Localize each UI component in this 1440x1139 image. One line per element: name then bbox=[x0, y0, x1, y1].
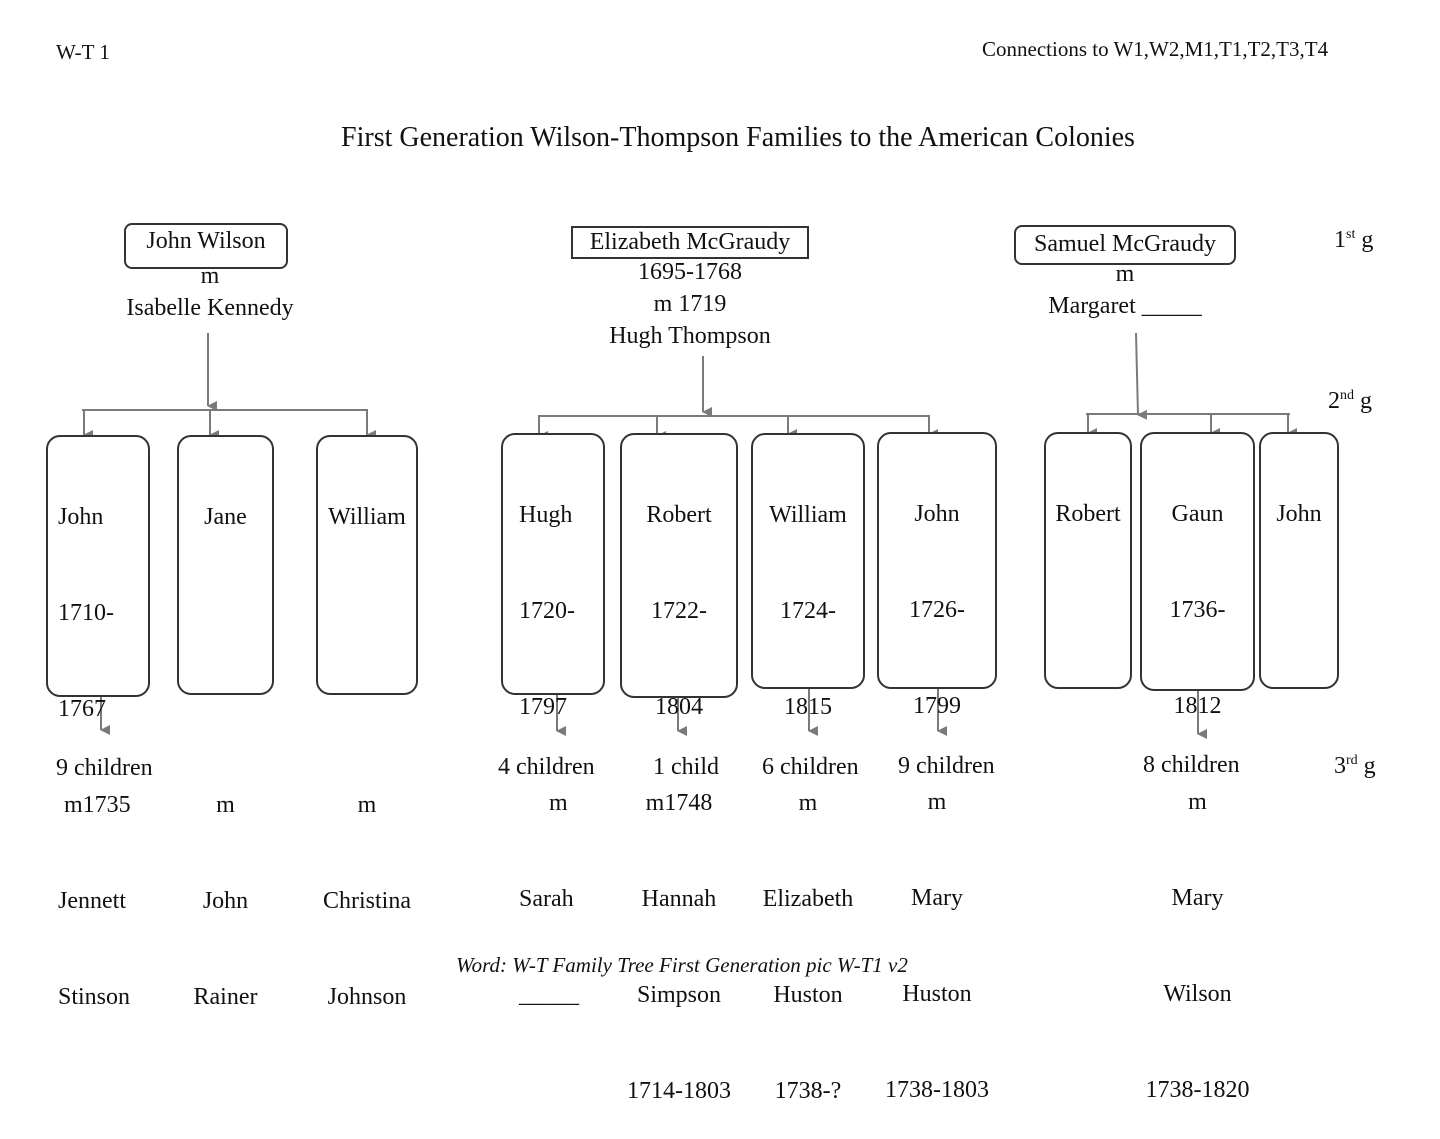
child-box-john-2: John 1726- 1799 m Mary Huston 1738-1803 bbox=[877, 432, 997, 1103]
root-name: John Wilson bbox=[146, 228, 266, 254]
generation-label-1st: 1st g bbox=[1334, 227, 1374, 253]
child-box-william: William ​ ​ m Christina Johnson bbox=[316, 435, 418, 1010]
connector-family-3-down bbox=[1135, 332, 1148, 420]
page-title: First Generation Wilson-Thompson Familie… bbox=[341, 122, 1135, 153]
child-box-robert-2: Robert bbox=[1044, 432, 1132, 689]
root-box-john-wilson: John Wilson bbox=[124, 223, 288, 269]
root-spouse-info: m Isabelle Kennedy bbox=[126, 263, 294, 321]
generation-label-2nd: 2nd g bbox=[1328, 388, 1372, 414]
generation-label-3rd: 3rd g bbox=[1334, 753, 1376, 779]
connections-note: Connections to W1,W2,M1,T1,T2,T3,T4 bbox=[982, 37, 1329, 61]
child-box-william-2: William 1724- 1815 m Elizabeth Huston 17… bbox=[751, 433, 865, 1104]
child-count-gaun: 8 children bbox=[1143, 752, 1240, 778]
page-id: W-T 1 bbox=[56, 40, 110, 64]
child-box-gaun: Gaun 1736- 1812 m Mary Wilson 1738-1820 bbox=[1140, 432, 1255, 1103]
root-name: Elizabeth McGraudy bbox=[589, 229, 791, 255]
root-spouse-info: 1695-1768 m 1719 Hugh Thompson bbox=[609, 259, 771, 349]
root-name: Samuel McGraudy bbox=[1034, 231, 1216, 257]
child-count-john-2: 9 children bbox=[898, 753, 995, 779]
connector-lines bbox=[82, 332, 1297, 739]
child-box-john-3: John bbox=[1259, 432, 1339, 689]
child-count-william: 6 children bbox=[762, 754, 859, 780]
child-count-hugh: 4 children bbox=[498, 754, 595, 780]
child-box-jane: Jane ​ ​ m John Rainer bbox=[177, 435, 274, 1010]
child-box-robert: Robert 1722- 1804 m1748 Hannah Simpson 1… bbox=[620, 433, 738, 1104]
child-box-hugh: Hugh 1720- 1797 m Sarah _____ bbox=[501, 433, 605, 1008]
child-count-john: 9 children bbox=[56, 755, 153, 781]
root-spouse-info: m Margaret _____ bbox=[1048, 261, 1202, 319]
footer-note: Word: W-T Family Tree First Generation p… bbox=[456, 953, 908, 977]
root-box-elizabeth-mcgraudy: Elizabeth McGraudy bbox=[571, 226, 809, 259]
child-count-robert: 1 child bbox=[653, 754, 719, 780]
child-box-john: John 1710- 1767 m1735 Jennett Stinson bbox=[46, 435, 150, 1010]
root-box-samuel-mcgraudy: Samuel McGraudy bbox=[1014, 225, 1236, 265]
